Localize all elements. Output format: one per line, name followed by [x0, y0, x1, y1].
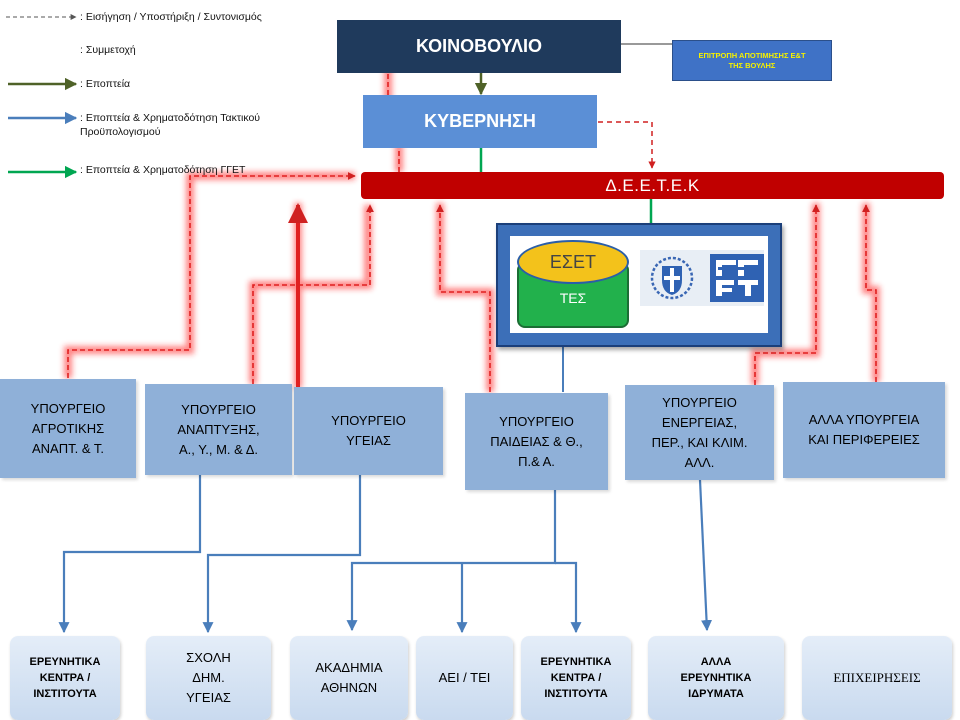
ministry-others-regions: ΑΛΛΑ ΥΠΟΥΡΓΕΙΑ ΚΑΙ ΠΕΡΙΦΕΡΕΙΕΣ	[783, 382, 945, 478]
committee-box: ΕΠΙΤΡΟΠΗ ΑΠΟΤΙΜΗΣΗΣ Ε&Τ ΤΗΣ ΒΟΥΛΗΣ	[672, 40, 832, 81]
parliament-box: ΚΟΙΝΟΒΟΥΛΙΟ	[337, 20, 621, 73]
funding-lines	[58, 472, 713, 634]
legend-gset-label: : Εποπτεία & Χρηματοδότηση ΓΓΕΤ	[80, 164, 246, 176]
legend-lines	[6, 14, 78, 179]
institution-research-centres-2: ΕΡΕΥΝΗΤΙΚΑ ΚΕΝΤΡΑ / ΙΝΣΤΙΤΟΥΤΑ	[521, 636, 631, 720]
government-box: ΚΥΒΕΡΝΗΣΗ	[363, 95, 597, 148]
institution-enterprises: ΕΠΙΧΕΙΡΗΣΕΙΣ	[802, 636, 952, 720]
deetek-bar: Δ.Ε.Ε.Τ.Ε.Κ	[361, 172, 944, 199]
ministry-health: ΥΠΟΥΡΓΕΙΟ ΥΓΕΙΑΣ	[294, 387, 443, 475]
institution-public-health-school: ΣΧΟΛΗ ΔΗΜ. ΥΓΕΙΑΣ	[146, 636, 271, 720]
legend-budget-label: : Εποπτεία & Χρηματοδότηση Τακτικού Προϋ…	[80, 112, 261, 138]
legend-participation-label: : Συμμετοχή	[80, 44, 136, 56]
institution-academy-athens: ΑΚΑΔΗΜΙΑ ΑΘΗΝΩΝ	[290, 636, 408, 720]
greek-emblem-icon	[650, 256, 694, 300]
participation-arrows	[67, 49, 877, 392]
institution-other-research: ΑΛΛΑ ΕΡΕΥΝΗΤΙΚΑ ΙΔΡΥΜΑΤΑ	[648, 636, 784, 720]
ministry-education: ΥΠΟΥΡΓΕΙΟ ΠΑΙΔΕΙΑΣ & Θ., Π.& Α.	[465, 393, 608, 490]
gset-logo-mark	[710, 254, 764, 302]
ministry-development: ΥΠΟΥΡΓΕΙΟ ΑΝΑΠΤΥΞΗΣ, Α., Υ., Μ. & Δ.	[145, 384, 292, 475]
eset-box: ΕΣΕΤ	[517, 240, 629, 284]
ministry-agriculture: ΥΠΟΥΡΓΕΙΟ ΑΓΡΟΤΙΚΗΣ ΑΝΑΠΤ. & Τ.	[0, 379, 136, 478]
ministry-energy: ΥΠΟΥΡΓΕΙΟ ΕΝΕΡΓΕΙΑΣ, ΠΕΡ., ΚΑΙ ΚΛΙΜ. ΑΛΛ…	[625, 385, 774, 480]
gset-logo-icon	[710, 254, 764, 302]
institution-universities: ΑΕΙ / ΤΕΙ	[416, 636, 513, 720]
institution-research-centres-1: ΕΡΕΥΝΗΤΙΚΑ ΚΕΝΤΡΑ / ΙΝΣΤΙΤΟΥΤΑ	[10, 636, 120, 720]
legend-supervision-label: : Εποπτεία	[80, 78, 131, 90]
government-proposal-arrow	[598, 121, 656, 169]
legend-proposal-label: : Εισήγηση / Υποστήριξη / Συντονισμός	[80, 11, 262, 23]
